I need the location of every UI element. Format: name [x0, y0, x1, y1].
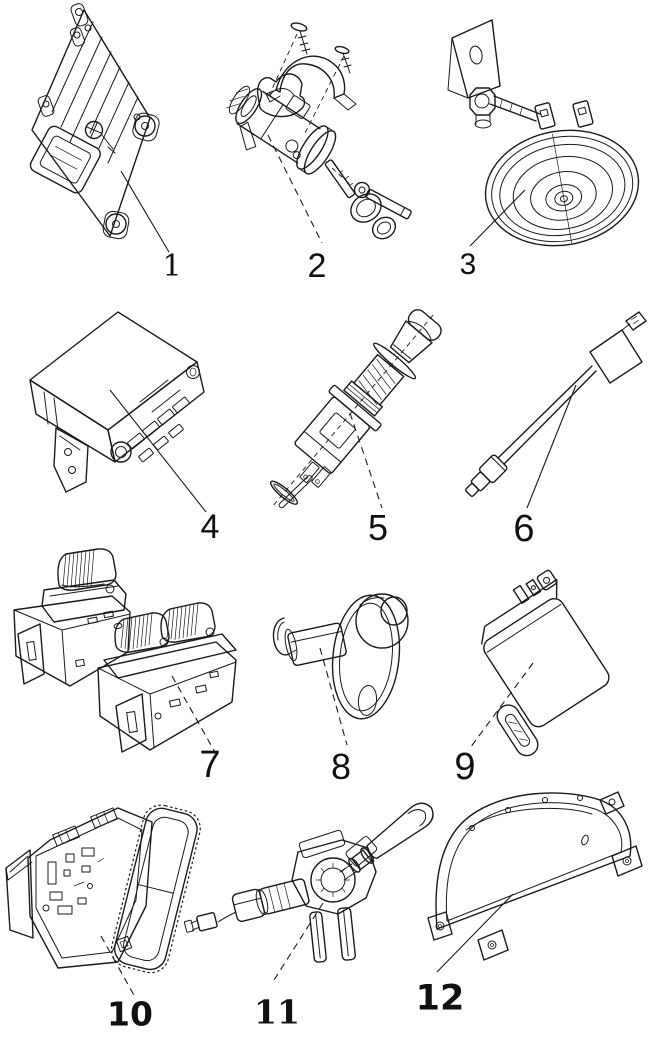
part-4-leader-line	[109, 389, 207, 513]
part-3-leader-line	[469, 189, 526, 247]
part-8-door-jamb-switch-icon	[272, 593, 409, 746]
part-1-engine-control-module-icon	[29, 3, 170, 253]
part-8-label: 8	[330, 746, 352, 787]
part-6-fuse-link-cable-icon	[465, 311, 647, 509]
part-9-label: 9	[454, 746, 476, 788]
part-2-ignition-lock-cylinder-icon	[225, 22, 412, 244]
part-3-horn-icon	[447, 19, 640, 247]
part-9-relay-icon	[469, 569, 610, 757]
part-12-leader-line	[436, 893, 514, 973]
part-9-leader-line	[469, 662, 534, 749]
part-11-combination-switch-icon	[183, 802, 434, 981]
part-11-leader-line	[273, 902, 324, 981]
part-11-label: 11	[254, 992, 300, 1032]
part-6-label: 6	[513, 508, 535, 550]
part-4-radio-head-unit-icon	[29, 311, 207, 513]
part-10-label: 10	[107, 994, 153, 1034]
part-12-cluster-lens-icon	[427, 791, 643, 973]
part-5-label: 5	[367, 507, 389, 548]
part-5-ignition-switch-icon	[269, 309, 442, 509]
part-7-label: 7	[199, 744, 221, 786]
part-12-label: 12	[415, 978, 465, 1019]
part-6-leader-line	[526, 384, 577, 509]
part-1-label: 1	[162, 249, 182, 284]
part-5-leader-line	[349, 412, 383, 509]
part-4-label: 4	[200, 508, 220, 546]
part-7-leader-line	[171, 675, 216, 753]
part-1-leader-line	[120, 170, 170, 253]
part-2-leader-line	[267, 134, 323, 244]
part-7-power-window-switches-icon	[13, 548, 237, 753]
part-10-cluster-rear-housing-icon	[5, 804, 201, 998]
part-8-leader-line	[319, 647, 348, 746]
part-3-label: 3	[459, 248, 477, 281]
part-2-label: 2	[307, 247, 327, 285]
